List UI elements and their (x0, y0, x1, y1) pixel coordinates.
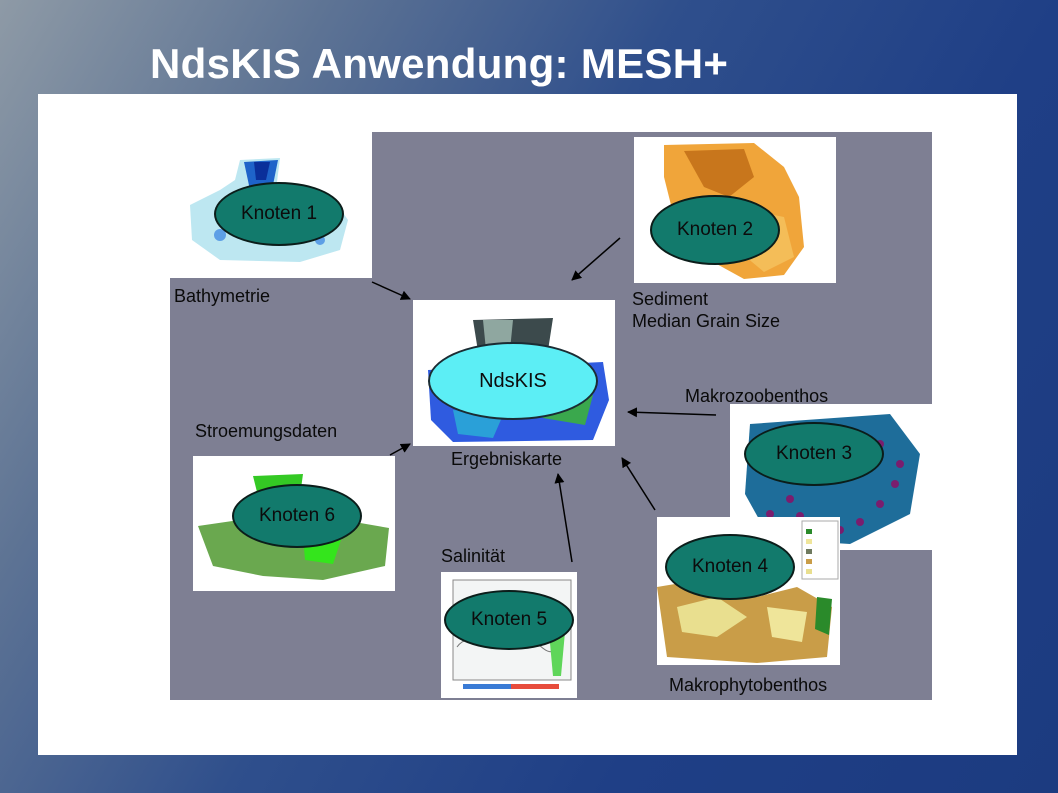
arrow-node-1 (371, 281, 411, 300)
arrow-node-5 (554, 473, 573, 563)
node-4-label: Knoten 4 (691, 556, 769, 577)
node-5-label: Knoten 5 (470, 609, 548, 630)
node-1-label: Knoten 1 (240, 203, 318, 224)
node-1[interactable]: Knoten 1 (214, 182, 344, 246)
arrow-node-6 (389, 443, 411, 456)
slide-title: NdsKIS Anwendung: MESH+ (150, 40, 729, 87)
caption-makrophytobenthos: Makrophytobenthos (669, 675, 828, 695)
center-node-label: NdsKIS (479, 369, 547, 392)
node-2-label: Knoten 2 (676, 219, 754, 240)
node-5[interactable]: Knoten 5 (444, 590, 574, 650)
node-6[interactable]: Knoten 6 (232, 484, 362, 548)
arrow-node-4 (621, 457, 656, 511)
caption-median-grain-size: Median Grain Size (632, 311, 781, 331)
node-3-label: Knoten 3 (775, 443, 853, 464)
node-6-label: Knoten 6 (258, 505, 336, 526)
caption-stroemungsdaten: Stroemungsdaten (195, 421, 338, 441)
caption-bathymetrie: Bathymetrie (174, 286, 271, 306)
node-4[interactable]: Knoten 4 (665, 534, 795, 600)
arrow-node-3 (627, 407, 717, 418)
caption-salinitaet: Salinität (441, 546, 506, 566)
caption-ergebniskarte: Ergebniskarte (451, 449, 563, 469)
caption-makrozoobenthos: Makrozoobenthos (685, 386, 829, 406)
center-node-ndskis[interactable]: NdsKIS (428, 342, 598, 420)
node-2[interactable]: Knoten 2 (650, 195, 780, 265)
caption-sediment: Sediment (632, 289, 709, 309)
arrow-node-2 (571, 237, 621, 281)
node-3[interactable]: Knoten 3 (744, 422, 884, 486)
